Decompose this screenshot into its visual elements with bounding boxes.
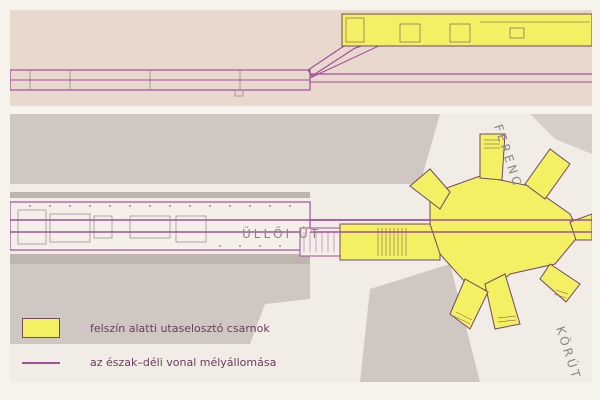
station-plan: ÜLLŐI ÚT FERENC KÖRÚT	[10, 114, 592, 382]
city-block-northeast	[530, 114, 592, 154]
arm-stairs	[453, 139, 569, 325]
hall-arm-southwest	[449, 278, 489, 330]
hall-arm-south	[484, 273, 521, 330]
hall-section	[341, 13, 592, 47]
deep-station-outline	[10, 201, 311, 251]
longitudinal-section	[10, 10, 592, 106]
hall-arm-northeast	[524, 148, 571, 200]
hall-arm-north	[479, 133, 506, 181]
pavement-band	[10, 254, 310, 264]
platform-details	[29, 70, 244, 97]
legend-text-deep-line: az észak–déli vonal mélyállomása	[90, 356, 277, 369]
legend-text-hall: felszín alatti utaselosztó csarnok	[90, 321, 270, 335]
legend: felszín alatti utaselosztó csarnok az és…	[22, 318, 352, 378]
street-label-ulloi: ÜLLŐI ÚT	[242, 225, 321, 241]
legend-swatch-deep-line	[22, 361, 60, 364]
hall-central	[429, 175, 581, 293]
pavement-band-north	[10, 192, 310, 198]
legend-item-deep-line: az észak–déli vonal mélyállomása	[22, 356, 276, 369]
hall-arm-northwest	[409, 168, 451, 210]
city-block-southeast	[360, 264, 480, 382]
hall-arm-southeast	[539, 263, 581, 303]
legend-swatch-hall	[22, 318, 60, 338]
platform-rooms	[17, 209, 207, 245]
city-block-north	[10, 114, 440, 184]
hall-section-details	[345, 17, 590, 43]
legend-item-hall: felszín alatti utaselosztó csarnok	[22, 318, 270, 338]
city-block-south	[10, 264, 310, 344]
escalator-steps	[303, 232, 347, 252]
